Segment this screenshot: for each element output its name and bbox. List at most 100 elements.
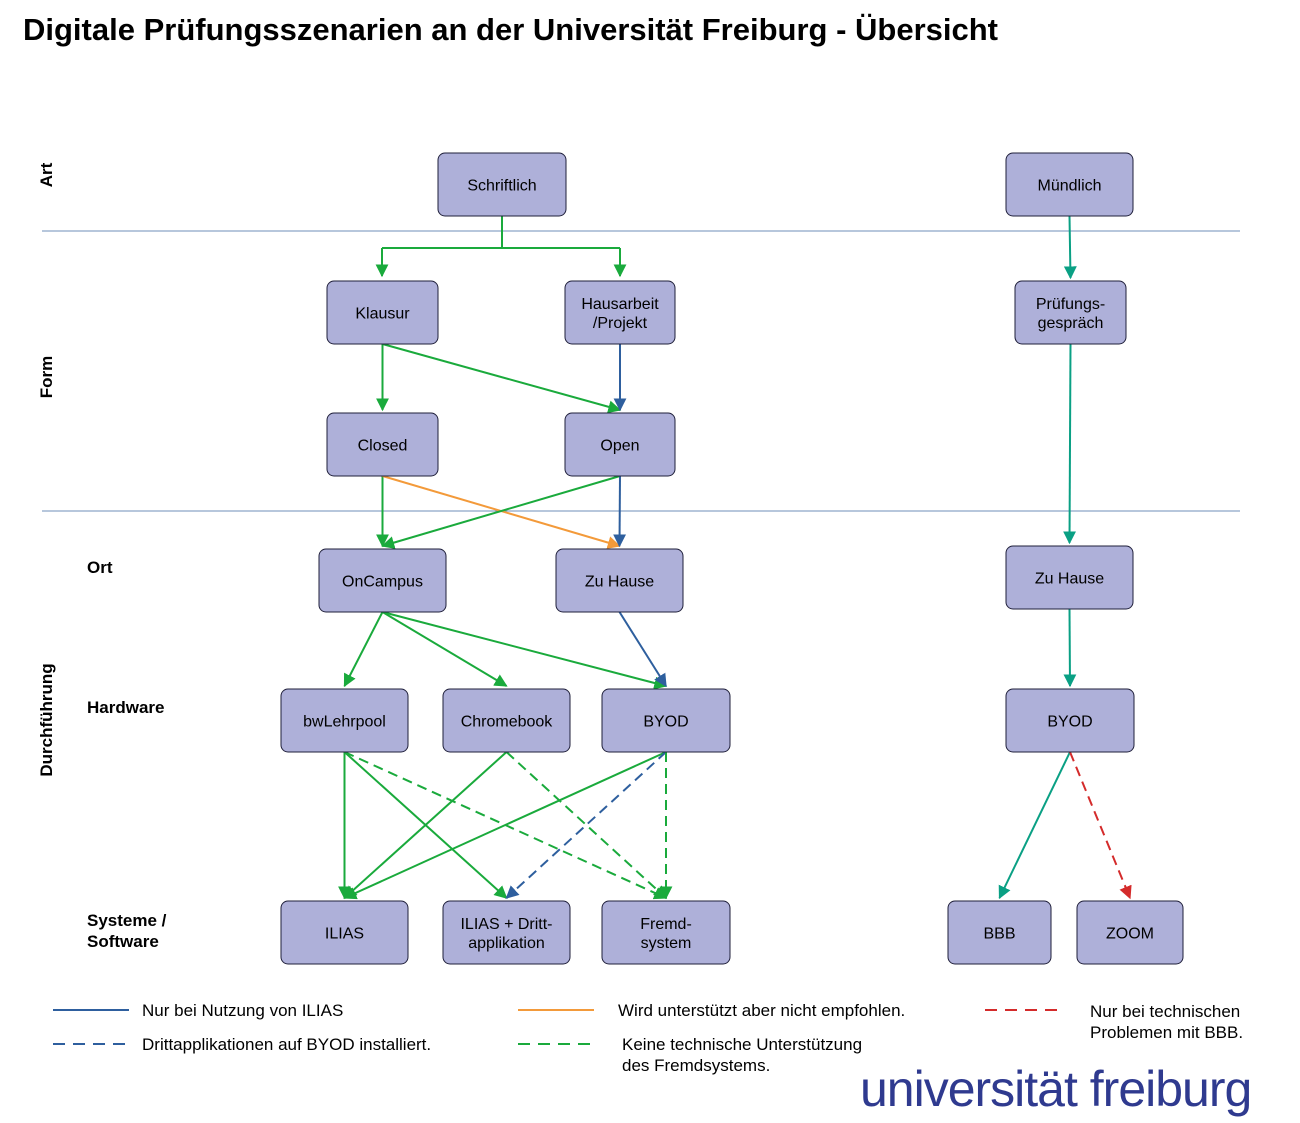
lane-label-ort: Ort bbox=[87, 558, 113, 577]
node-box bbox=[1005, 688, 1135, 753]
node-schriftlich: Schriftlich bbox=[437, 152, 567, 217]
node-closed: Closed bbox=[326, 412, 439, 477]
lane-label-form: Form bbox=[37, 356, 56, 399]
edge-chromebook-fremdsystem bbox=[505, 751, 667, 899]
node-box bbox=[326, 280, 439, 345]
node-fremdsystem: Fremd-system bbox=[601, 900, 731, 965]
node-box bbox=[564, 412, 676, 477]
node-label: Mündlich bbox=[1037, 178, 1101, 195]
legend-item: Drittapplikationen auf BYOD installiert. bbox=[53, 1035, 431, 1054]
node-bwlehrpool: bwLehrpool bbox=[280, 688, 409, 753]
legend-label: Problemen mit BBB. bbox=[1090, 1023, 1243, 1042]
edge-open-oncampus bbox=[381, 475, 621, 549]
edge-open-zuhause1 bbox=[613, 475, 627, 548]
node-klausur: Klausur bbox=[326, 280, 439, 345]
node-label: gespräch bbox=[1038, 315, 1104, 332]
node-label: ILIAS bbox=[325, 926, 364, 943]
node-label: ILIAS + Dritt- bbox=[460, 916, 552, 933]
edge-chromebook-ilias bbox=[343, 751, 508, 899]
page-title: Digitale Prüfungsszenarien an der Univer… bbox=[23, 12, 998, 47]
edge-zuhause2-byod2 bbox=[1063, 608, 1077, 688]
legend-label: Drittapplikationen auf BYOD installiert. bbox=[142, 1035, 431, 1054]
node-label: Schriftlich bbox=[467, 178, 536, 195]
lane-label-hardware: Hardware bbox=[87, 698, 164, 717]
node-label: Zu Hause bbox=[585, 574, 654, 591]
legend-item: Wird unterstützt aber nicht empfohlen. bbox=[518, 1001, 905, 1020]
edge-byod1-ilias bbox=[343, 751, 667, 900]
edge-oncampus-bwlehrpool bbox=[343, 611, 384, 688]
node-ilias_dritt: ILIAS + Dritt-applikation bbox=[442, 900, 571, 965]
node-box bbox=[326, 412, 439, 477]
node-label: system bbox=[641, 935, 692, 952]
edge-byod1-ilias_dritt bbox=[505, 751, 667, 899]
university-logo: universität freiburg bbox=[860, 1061, 1252, 1117]
node-bbb: BBB bbox=[947, 900, 1052, 965]
node-box bbox=[280, 688, 409, 753]
edge-zuhause1-byod1 bbox=[618, 611, 667, 688]
legend-label: des Fremdsystems. bbox=[622, 1056, 770, 1075]
lane-label-software: Software bbox=[87, 932, 159, 951]
node-label: Fremd- bbox=[640, 916, 692, 933]
node-box bbox=[601, 688, 731, 753]
node-box bbox=[437, 152, 567, 217]
branch-schriftlich bbox=[375, 216, 627, 278]
node-label: Zu Hause bbox=[1035, 571, 1104, 588]
node-pruefungsgespraech: Prüfungs-gespräch bbox=[1014, 280, 1127, 345]
lane-label-systeme: Systeme / bbox=[87, 911, 167, 930]
edge-byod2-bbb bbox=[998, 751, 1071, 900]
node-label: bwLehrpool bbox=[303, 714, 386, 731]
legend-item: Nur bei Nutzung von ILIAS bbox=[53, 1001, 343, 1020]
lane-label-art: Art bbox=[37, 162, 56, 187]
edge-muendlich-pruefungsgespraech bbox=[1063, 215, 1077, 280]
node-oncampus: OnCampus bbox=[318, 548, 447, 613]
node-box bbox=[601, 900, 731, 965]
node-label: ZOOM bbox=[1106, 926, 1154, 943]
node-open: Open bbox=[564, 412, 676, 477]
node-chromebook: Chromebook bbox=[442, 688, 571, 753]
legend-label: Keine technische Unterstützung bbox=[622, 1035, 862, 1054]
node-byod1: BYOD bbox=[601, 688, 731, 753]
node-ilias: ILIAS bbox=[280, 900, 409, 965]
node-byod2: BYOD bbox=[1005, 688, 1135, 753]
edge-pruefungsgespraech-zuhause2 bbox=[1063, 343, 1077, 545]
edge-oncampus-byod1 bbox=[382, 611, 668, 690]
legend-label: Wird unterstützt aber nicht empfohlen. bbox=[618, 1001, 905, 1020]
node-label: Klausur bbox=[355, 306, 410, 323]
node-zuhause1: Zu Hause bbox=[555, 548, 684, 613]
node-box bbox=[564, 280, 676, 345]
node-box bbox=[280, 900, 409, 965]
node-box bbox=[442, 688, 571, 753]
node-label: BYOD bbox=[1047, 714, 1092, 731]
node-label: applikation bbox=[468, 935, 545, 952]
node-box bbox=[1005, 152, 1134, 217]
node-label: BYOD bbox=[643, 714, 688, 731]
node-box bbox=[1076, 900, 1184, 965]
node-label: BBB bbox=[983, 926, 1015, 943]
node-label: Chromebook bbox=[461, 714, 554, 731]
node-box bbox=[947, 900, 1052, 965]
edge-oncampus-chromebook bbox=[381, 611, 508, 687]
node-box bbox=[555, 548, 684, 613]
node-label: Prüfungs- bbox=[1036, 296, 1105, 313]
node-box bbox=[1014, 280, 1127, 345]
node-label: Closed bbox=[358, 438, 408, 455]
node-label: /Projekt bbox=[593, 315, 648, 332]
node-box bbox=[1005, 545, 1134, 610]
legend-item: Keine technische Unterstützung des Fremds… bbox=[518, 1035, 862, 1075]
legend-label: Nur bei Nutzung von ILIAS bbox=[142, 1001, 343, 1020]
node-zuhause2: Zu Hause bbox=[1005, 545, 1134, 610]
node-box bbox=[318, 548, 447, 613]
node-label: Open bbox=[600, 438, 639, 455]
legend-label: Nur bei technischen bbox=[1090, 1002, 1240, 1021]
edge-byod2-zoom bbox=[1069, 751, 1132, 900]
node-box bbox=[442, 900, 571, 965]
node-muendlich: Mündlich bbox=[1005, 152, 1134, 217]
edge-klausur-open bbox=[382, 343, 622, 414]
node-zoom: ZOOM bbox=[1076, 900, 1184, 965]
node-label: OnCampus bbox=[342, 574, 423, 591]
lane-label-durchfuehrung: Durchführung bbox=[37, 663, 56, 776]
node-hausarbeit: Hausarbeit/Projekt bbox=[564, 280, 676, 345]
node-label: Hausarbeit bbox=[581, 296, 659, 313]
